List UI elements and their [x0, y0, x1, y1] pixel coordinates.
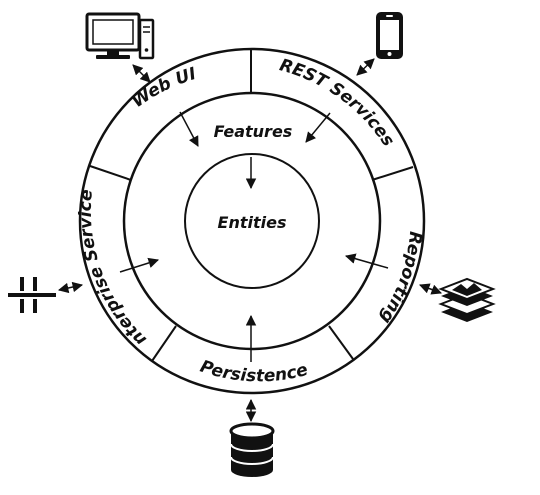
entities-label: Entities — [218, 213, 287, 232]
divider-enterprise-web — [89, 165, 132, 181]
segment-label-rest-services: REST Services — [277, 55, 398, 150]
arrow-webui-inward — [179, 111, 199, 147]
connector-desktop — [132, 64, 151, 83]
connector-phone — [356, 58, 375, 76]
stacked-layers-icon — [438, 277, 496, 322]
smartphone-icon — [376, 12, 403, 59]
arrow-reporting-inward — [344, 253, 389, 269]
connector-bus — [57, 281, 84, 294]
segment-label-reporting: Reporting — [375, 230, 425, 327]
segment-label-persistence: Persistence — [198, 357, 310, 387]
arrow-rest-inward — [305, 112, 331, 143]
core-ring — [184, 153, 320, 289]
divider-reporting-persistence — [328, 325, 354, 360]
features-label: Features — [214, 122, 293, 141]
connector-layers — [419, 283, 442, 295]
service-bus-icon — [8, 277, 56, 313]
segment-label-enterprise-services: Enterprise Services — [0, 0, 150, 350]
divider-rest-reporting — [371, 166, 414, 181]
database-icon — [229, 422, 275, 477]
desktop-computer-icon — [85, 12, 155, 60]
divider-persistence-enterprise — [151, 325, 177, 362]
arrow-enterprise-inward — [119, 257, 160, 273]
